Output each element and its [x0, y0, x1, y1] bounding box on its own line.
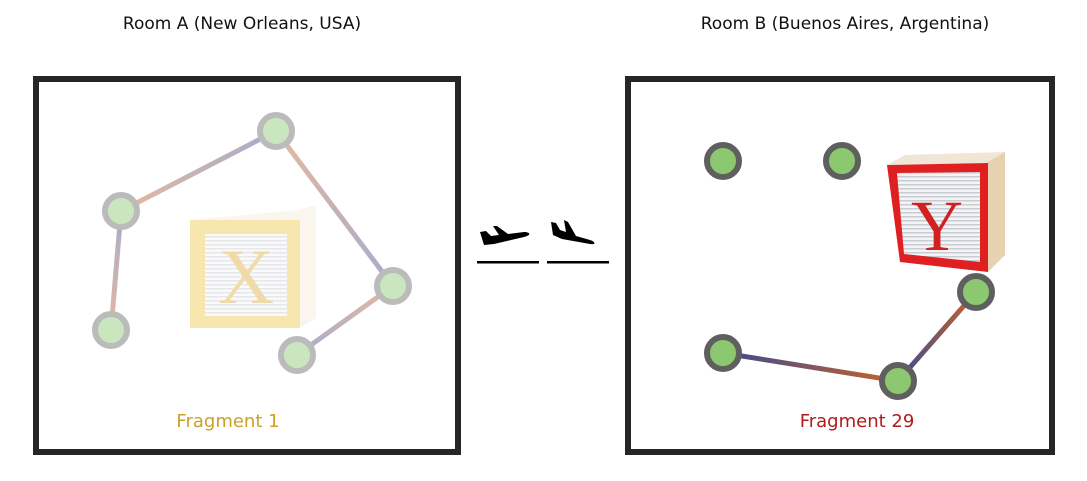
node — [374, 267, 412, 305]
node — [957, 273, 995, 311]
node — [102, 192, 140, 230]
edge — [722, 350, 899, 384]
edge — [896, 290, 978, 383]
edge — [108, 210, 124, 331]
node — [704, 334, 742, 372]
fragment-29-graph — [704, 142, 995, 400]
fragment-29-label: Fragment 29 — [799, 411, 915, 432]
room-a-title: Room A (New Orleans, USA) — [122, 14, 362, 34]
fragment-1-graph: X — [92, 112, 412, 374]
node — [704, 142, 742, 180]
node — [278, 336, 316, 374]
edge — [295, 283, 395, 358]
edge — [119, 128, 278, 214]
svg-text:Y: Y — [911, 186, 963, 266]
edge — [274, 129, 395, 288]
room-b-title: Room B (Buenos Aires, Argentina) — [700, 14, 990, 34]
block-x: X — [190, 205, 316, 328]
block-y: Y — [887, 152, 1005, 272]
node — [92, 311, 130, 349]
fragment-1-label: Fragment 1 — [176, 411, 280, 432]
airplane-landing-icon — [547, 220, 609, 264]
svg-text:X: X — [218, 233, 274, 320]
node — [257, 112, 295, 150]
airplane-takeoff-icon — [477, 226, 539, 264]
node — [879, 362, 917, 400]
node — [823, 142, 861, 180]
